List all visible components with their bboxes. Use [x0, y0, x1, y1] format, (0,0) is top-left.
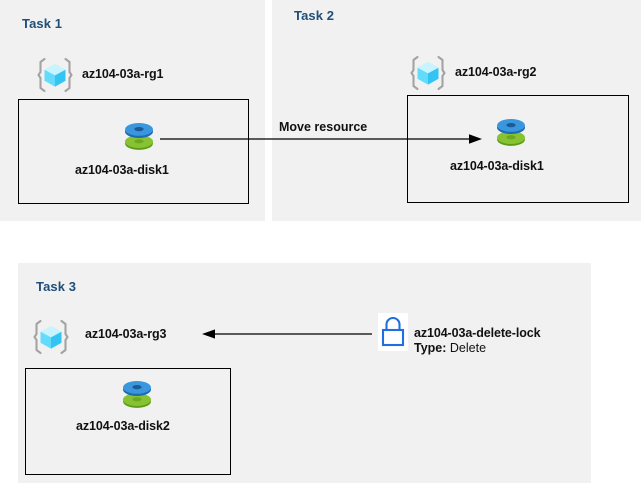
resource-label-disk1: az104-03a-disk1 [75, 163, 169, 177]
panel-task1-title: Task 1 [22, 16, 63, 31]
resource-group-icon [36, 56, 74, 94]
managed-disk-icon [492, 110, 530, 152]
resource-group-label-rg1: az104-03a-rg1 [82, 67, 164, 81]
resource-group-label-rg3: az104-03a-rg3 [85, 327, 167, 341]
resource-label-disk2: az104-03a-disk2 [76, 419, 170, 433]
lock-icon [378, 313, 408, 351]
managed-disk-icon [118, 372, 156, 414]
connector-move-resource-label: Move resource [279, 120, 368, 134]
resource-group-boundary-task1 [18, 99, 249, 204]
panel-task2-title: Task 2 [294, 8, 335, 23]
managed-disk-icon [120, 114, 158, 156]
resource-group-icon [409, 54, 447, 92]
lock-type-row: Type: Delete [414, 341, 486, 355]
resource-group-icon [32, 318, 70, 356]
connector-lock-to-rg3 [200, 326, 380, 342]
connector-move-resource [160, 128, 485, 150]
resource-group-boundary-task2 [407, 95, 629, 203]
resource-label-disk1-moved: az104-03a-disk1 [450, 159, 544, 173]
lock-type-value: Delete [449, 341, 487, 355]
lock-name-label: az104-03a-delete-lock [414, 326, 541, 340]
panel-task3-title: Task 3 [36, 279, 77, 294]
lock-type-key: Type: [414, 341, 447, 355]
resource-group-label-rg2: az104-03a-rg2 [455, 65, 537, 79]
